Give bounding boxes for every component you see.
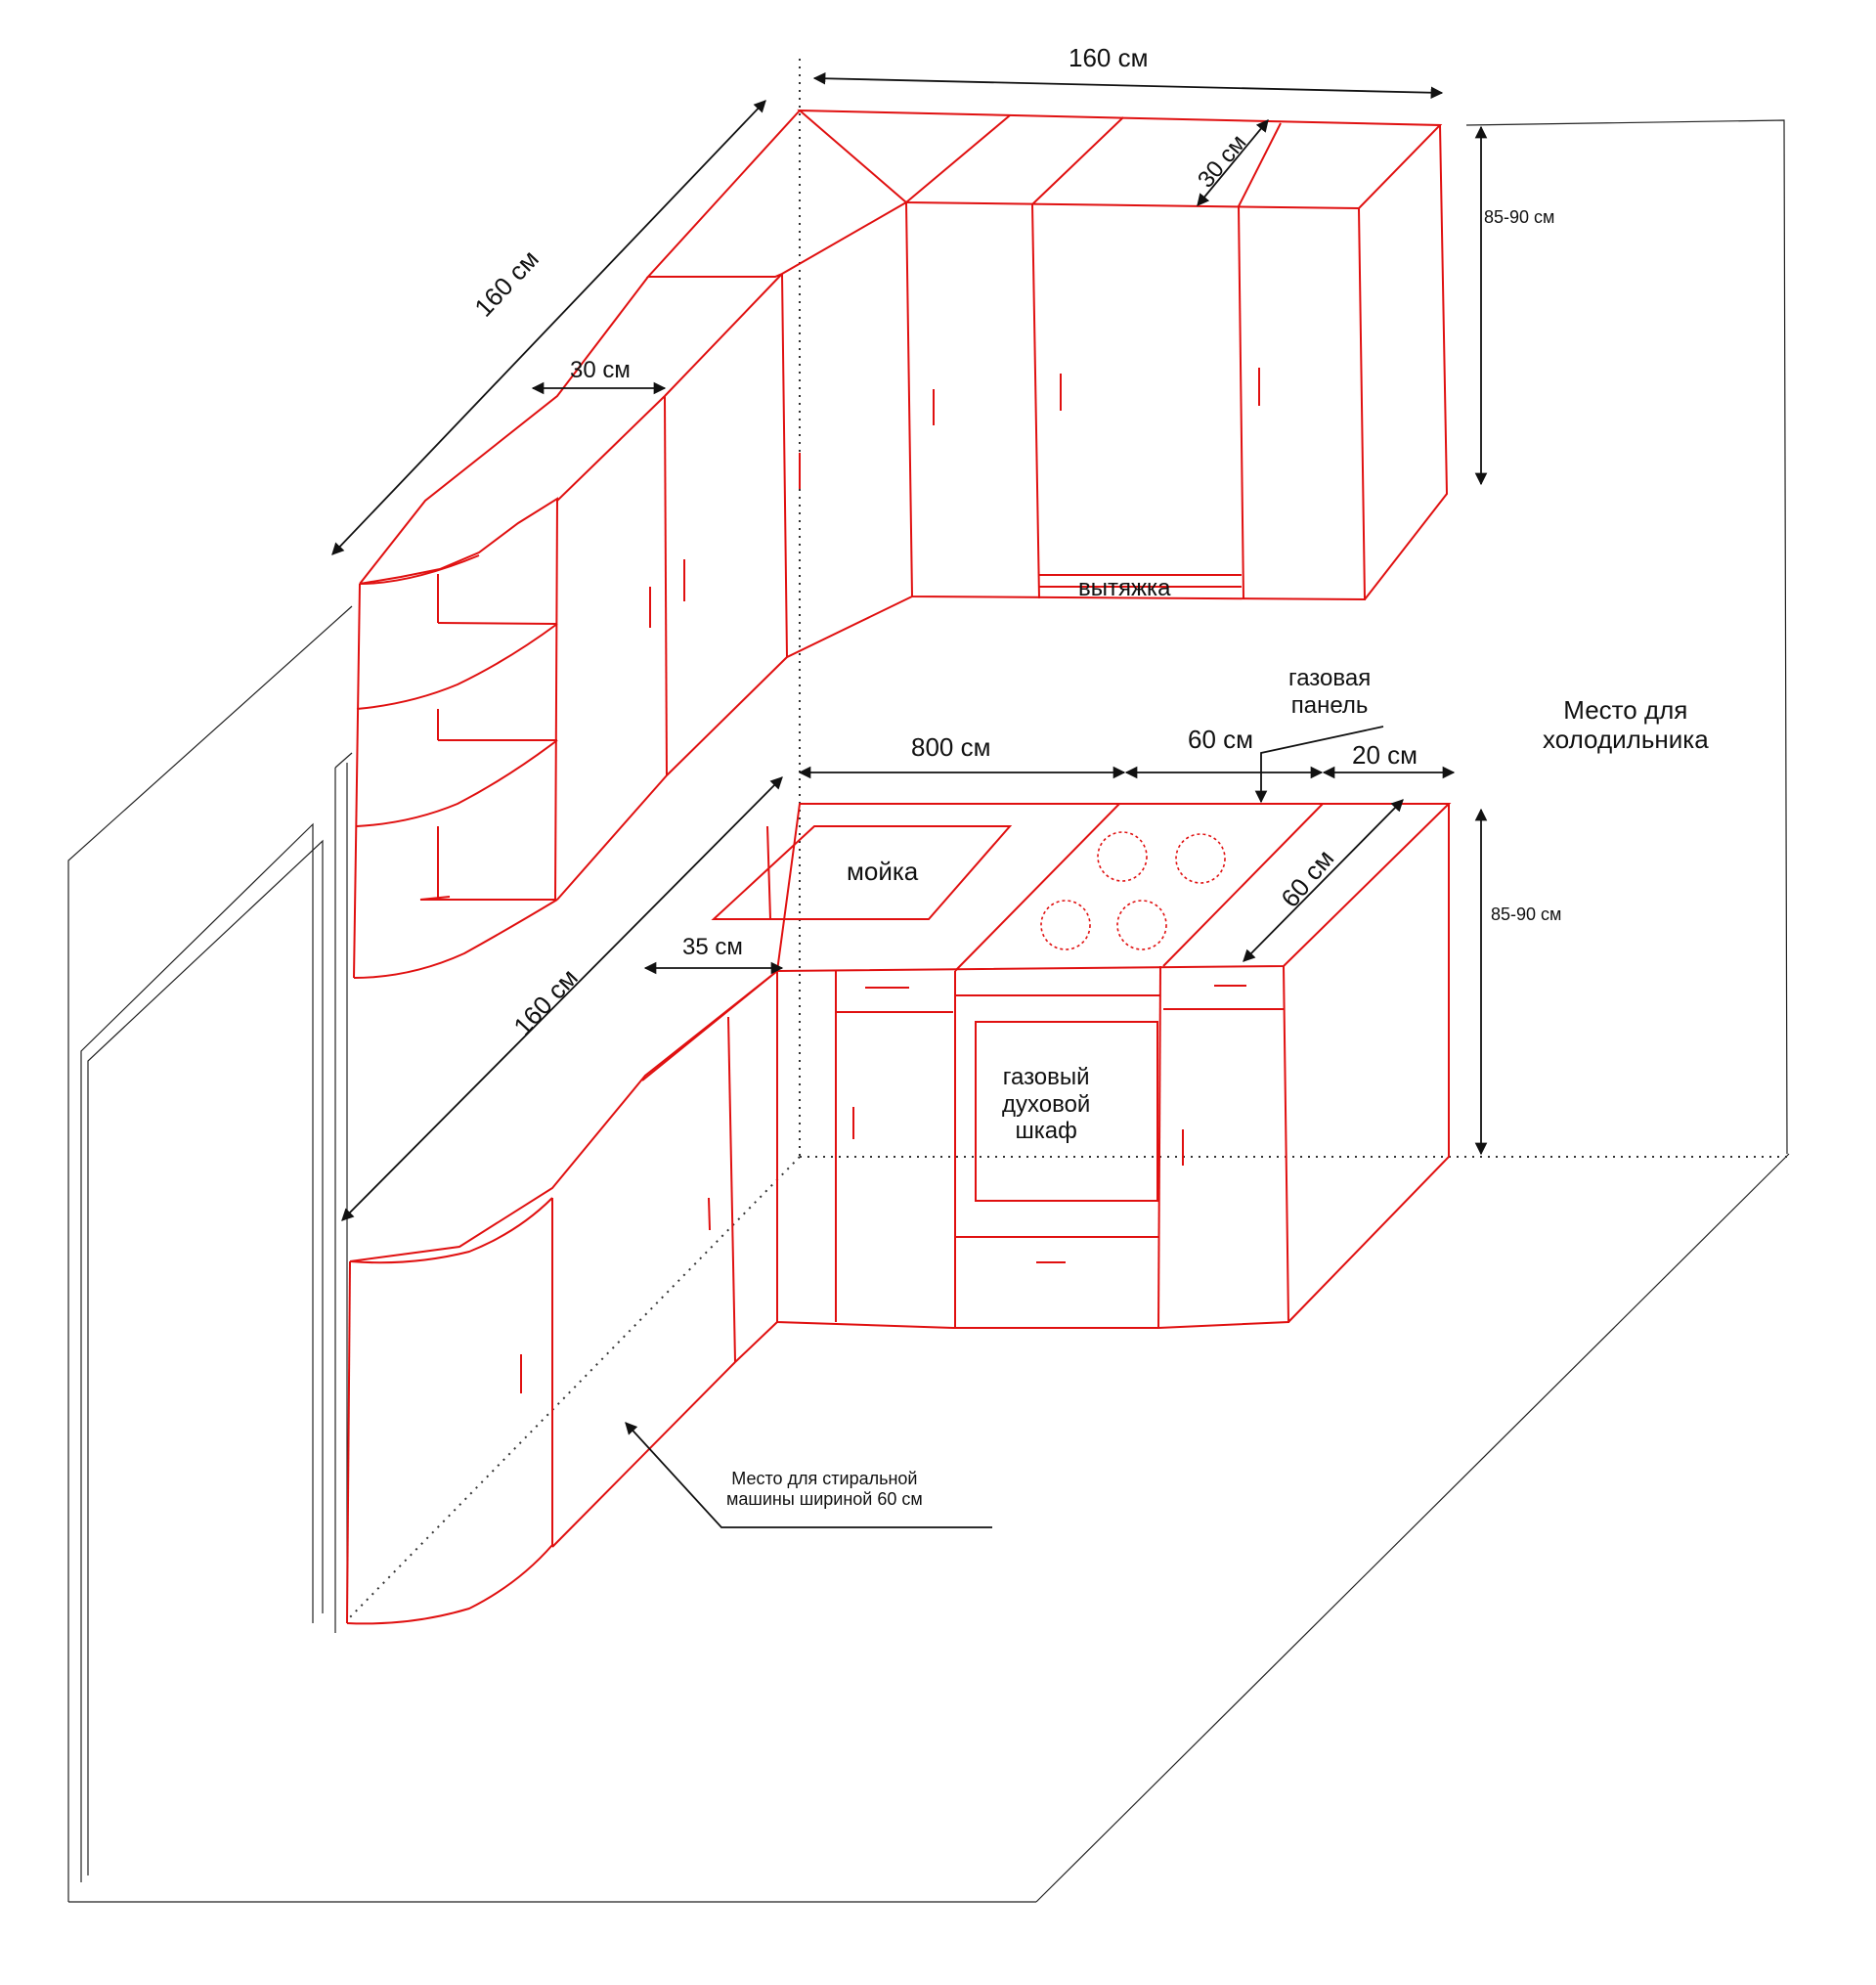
lower-depth-left-label: 35 см: [682, 934, 743, 960]
fridge-place-line-1: Место для: [1563, 695, 1688, 725]
hob-width-label: 60 см: [1188, 725, 1254, 754]
end-width-label: 20 см: [1352, 740, 1418, 770]
gas-panel-line-1: газовая: [1288, 665, 1372, 691]
guide-lines: [346, 59, 1789, 1621]
oven-line-2: духовой: [1002, 1090, 1091, 1118]
oven-line-3: шкаф: [1015, 1118, 1077, 1145]
lower-height-label: 85-90 см: [1491, 904, 1562, 924]
lower-cabinets: [346, 803, 1452, 1625]
washer-place-label: Место для стиральной машины шириной 60 с…: [726, 1469, 923, 1509]
sink-run-label: 800 см: [911, 732, 991, 762]
gas-panel-line-2: панель: [1290, 691, 1369, 719]
fridge-place-label: Место для холодильника: [1543, 695, 1709, 755]
oven-line-1: газовый: [1002, 1064, 1090, 1090]
upper-width-label: 160 см: [1069, 43, 1149, 72]
upper-depth-left-label: 30 см: [570, 357, 631, 383]
washer-place-line-2: машины шириной 60 см: [726, 1488, 923, 1509]
hood-label: вытяжка: [1078, 575, 1171, 601]
upper-cabinets: [353, 109, 1449, 979]
sink-label: мойка: [847, 857, 919, 886]
washer-place-line-1: Место для стиральной: [731, 1469, 918, 1488]
upper-height-label: 85-90 см: [1484, 207, 1555, 227]
dimension-lines: [331, 71, 1488, 1528]
gas-panel-label: газовая панель: [1288, 665, 1371, 719]
oven-label: газовый духовой шкаф: [1002, 1064, 1090, 1145]
fridge-place-line-2: холодильника: [1543, 724, 1709, 754]
